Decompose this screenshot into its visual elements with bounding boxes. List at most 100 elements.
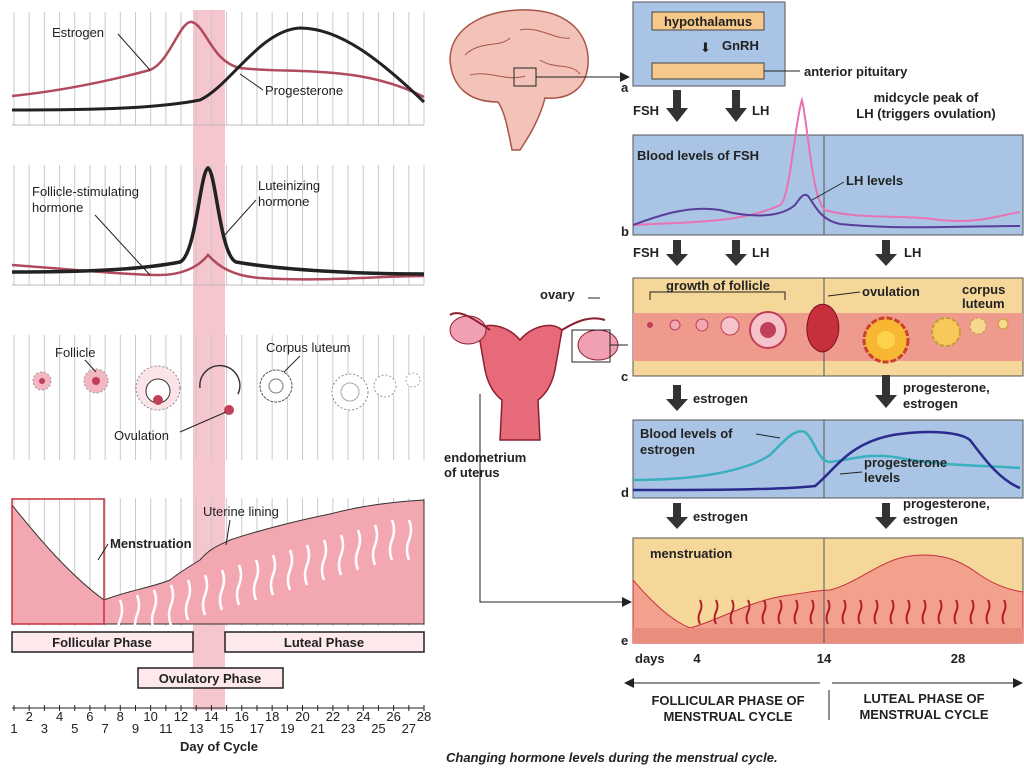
lh-label-1: LH	[752, 103, 769, 118]
follicular-phase-label: Follicular Phase	[52, 635, 152, 650]
corpus-luteum-4	[405, 372, 421, 388]
day-14-label: 14	[817, 651, 832, 666]
uterine-gland	[337, 534, 345, 576]
day-tick-label: 1	[10, 721, 17, 736]
uterine-gland	[218, 569, 226, 611]
ovarian-hormone-chart: Estrogen Progesterone	[11, 20, 426, 126]
day-tick-label: 7	[101, 721, 108, 736]
day-tick-label: 28	[417, 709, 431, 724]
estrogen-arrows-1: estrogen progesterone, estrogen	[666, 375, 990, 411]
estrogen-label: Estrogen	[52, 25, 104, 40]
uterine-gland	[354, 529, 362, 571]
uterine-gland	[320, 539, 328, 581]
day-28-label: 28	[951, 651, 965, 666]
blood-fsh-label: Blood levels of FSH	[637, 148, 759, 163]
anterior-pituitary-box	[651, 62, 765, 80]
progesterone-levels-curve	[632, 430, 1021, 492]
uterus-icon	[449, 312, 619, 441]
menstruation-box	[11, 498, 105, 625]
follicular-phase-line2: MENSTRUAL CYCLE	[663, 709, 792, 724]
estrogen-arrows-2: estrogen progesterone, estrogen	[666, 496, 990, 529]
endometrium-gland	[697, 599, 703, 625]
ovulation-label-right: ovulation	[862, 284, 920, 299]
luteal-phase-label: Luteal Phase	[284, 635, 364, 650]
endometrium-gland	[713, 599, 719, 625]
midcycle-line1: midcycle peak of	[874, 90, 979, 105]
blood-estrogen-line1: Blood levels of	[640, 426, 733, 441]
prog-estrogen-1-line2: estrogen	[903, 396, 958, 411]
ovulatory-phase-box	[137, 667, 284, 689]
day-tick-label: 6	[86, 709, 93, 724]
endometrium-gland	[825, 599, 831, 625]
fsh-label-2: FSH	[633, 245, 659, 260]
follicle-large	[135, 365, 181, 411]
day-tick-label: 10	[143, 709, 157, 724]
ovulatory-phase-label: Ovulatory Phase	[159, 671, 262, 686]
follicular-phase-line1: FOLLICULAR PHASE OF	[651, 693, 804, 708]
endometrium-gland	[873, 599, 879, 625]
endometrium-gland	[761, 599, 767, 625]
day-tick-label: 12	[174, 709, 188, 724]
day-tick-label: 5	[71, 721, 78, 736]
endometrium-line1: endometrium	[444, 450, 526, 465]
ovary-follicle-row: Follicle Ovulation Corpus luteum	[32, 340, 421, 443]
phase-bars: Follicular Phase Luteal Phase Ovulatory …	[11, 631, 425, 689]
anterior-pituitary-label: anterior pituitary	[804, 64, 908, 79]
day-tick-label: 9	[132, 721, 139, 736]
prog-estrogen-2-line1: progesterone,	[903, 496, 990, 511]
estrogen-label-2: estrogen	[693, 509, 748, 524]
day-tick-label: 21	[310, 721, 324, 736]
follicle-medium	[83, 368, 109, 394]
day-tick-label: 20	[295, 709, 309, 724]
corpus-luteum-2	[331, 373, 369, 411]
estrogen-curve	[11, 20, 425, 99]
endometrium-gland	[921, 599, 927, 625]
day-tick-label: 14	[204, 709, 218, 724]
fsh-label-line2: hormone	[32, 200, 83, 215]
fsh-curve	[11, 253, 425, 281]
follicle-label: Follicle	[55, 345, 95, 360]
right-day-axis: days 4 14 28	[635, 651, 965, 666]
corpus-luteum-1	[259, 369, 293, 403]
endometrium-gland	[889, 599, 895, 625]
growth-of-follicle-label: growth of follicle	[666, 278, 770, 293]
fsh-lh-arrows-1: FSH LH midcycle peak of LH (triggers ovu…	[633, 90, 996, 122]
panel-d: Blood levels of estrogen progesterone le…	[621, 419, 1024, 500]
day-tick-label: 22	[326, 709, 340, 724]
corpus-luteum-small	[969, 317, 987, 335]
day-tick-label: 3	[41, 721, 48, 736]
corpus-luteum-medium	[931, 317, 961, 347]
endometrium-gland	[953, 599, 959, 625]
left-cycle-diagram: Estrogen Progesterone Follicle-stimulati…	[10, 10, 431, 754]
endometrium-line2: of uterus	[444, 465, 500, 480]
uterine-gland	[133, 594, 141, 636]
endometrium-gland	[937, 599, 943, 625]
endometrium-gland	[745, 599, 751, 625]
endometrium-gland	[809, 599, 815, 625]
day-tick-label: 23	[341, 721, 355, 736]
luteal-phase-box	[224, 631, 425, 653]
endometrium-glands	[697, 599, 1007, 625]
corpus-label-line1: corpus	[962, 282, 1005, 297]
follicle-rupturing	[199, 364, 241, 415]
panel-letter-e: e	[621, 633, 628, 648]
pituitary-hormone-chart: Follicle-stimulating hormone Luteinizing…	[11, 166, 425, 286]
endometrium-gland	[905, 599, 911, 625]
uterine-gland	[235, 564, 243, 606]
uterine-gland	[269, 554, 277, 596]
uterine-gland	[371, 524, 379, 566]
follicular-phase-box	[11, 631, 194, 653]
uterine-gland	[184, 579, 192, 621]
panel-letter-a: a	[621, 80, 629, 95]
right-hormone-diagram: hypothalamus ⬇ GnRH anterior pituitary a…	[444, 1, 1024, 765]
day-4-label: 4	[693, 651, 701, 666]
day-tick-label: 25	[371, 721, 385, 736]
corpus-luteum-3	[373, 374, 397, 398]
fsh-lh-arrows-2: FSH LH LH	[633, 240, 921, 266]
uterine-glands	[116, 519, 413, 641]
prog-estrogen-1-line1: progesterone,	[903, 380, 990, 395]
panel-letter-d: d	[621, 485, 629, 500]
luteal-phase-line1: LUTEAL PHASE OF	[863, 691, 984, 706]
progesterone-label: Progesterone	[265, 83, 343, 98]
